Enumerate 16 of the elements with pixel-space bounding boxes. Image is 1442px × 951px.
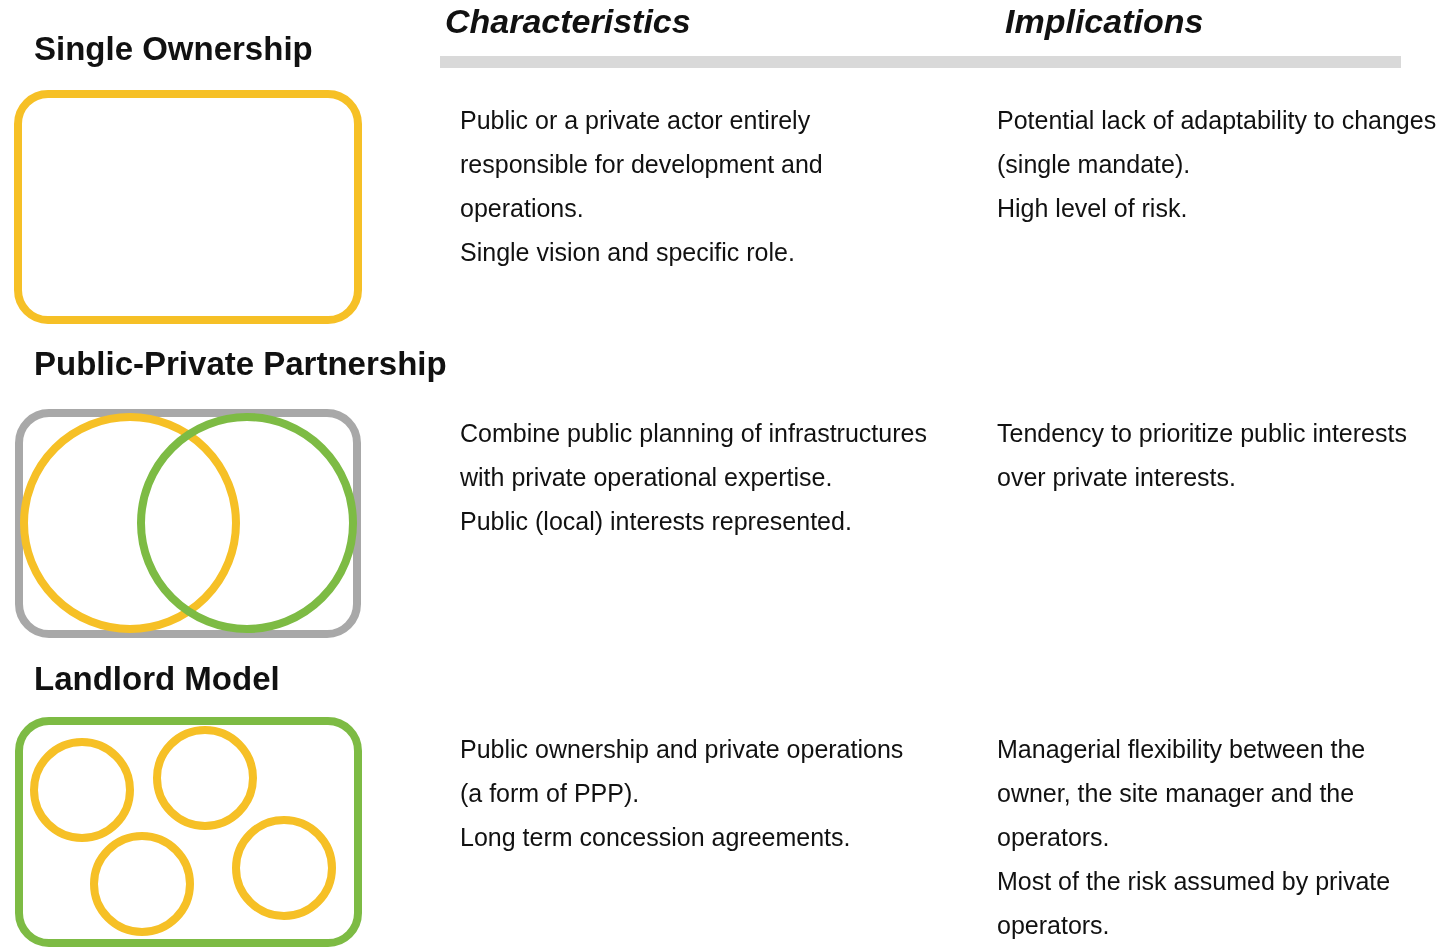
table-text: Public (local) interests represented. (460, 506, 852, 537)
table-text: Managerial flexibility between the owner, the site manager and the operators. (997, 734, 1367, 853)
section-heading: Public-Private Partnership (34, 345, 447, 383)
section-heading: Landlord Model (34, 660, 280, 698)
table-text: Long term concession agreements. (460, 822, 851, 853)
table-text: High level of risk. (997, 193, 1188, 224)
table-text: Tendency to prioritize public interests over private interests. (997, 418, 1408, 493)
table-text: Single vision and specific role. (460, 237, 795, 268)
table-text: Public or a private actor entirely responsible for development and operations. (460, 105, 824, 224)
table-text: Most of the risk assumed by private operators. (997, 866, 1392, 941)
table-text: Public ownership and private operations (a form of PPP). (460, 734, 905, 809)
column-heading: Characteristics (445, 2, 691, 41)
column-heading: Implications (1005, 2, 1204, 41)
section-heading: Single Ownership (34, 30, 313, 68)
table-text: Combine public planning of infrastructures with private operational expertise. (460, 418, 928, 493)
table-text: Potential lack of adaptability to changes (single mandate). (997, 105, 1437, 180)
